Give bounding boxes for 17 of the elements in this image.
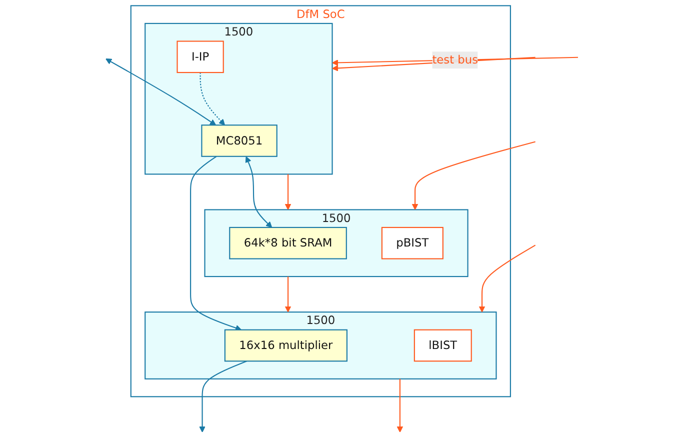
node-box: MC8051 (201, 124, 278, 157)
arrow (200, 72, 226, 126)
node-box: 16x16 multiplier (224, 329, 348, 362)
node-box: 64k*8 bit SRAM (229, 226, 347, 260)
edge-label: test bus (432, 53, 478, 67)
arrow (190, 156, 242, 331)
node-box: pBIST (381, 226, 444, 260)
arrow (412, 141, 536, 210)
node-box: lBIST (414, 329, 472, 362)
arrow (284, 276, 292, 312)
arrow (284, 174, 292, 210)
arrow (478, 244, 536, 312)
arrow (106, 58, 216, 126)
arrow (245, 156, 272, 228)
arrow (396, 378, 404, 432)
arrow (199, 360, 247, 432)
node-box: I-IP (176, 40, 224, 74)
